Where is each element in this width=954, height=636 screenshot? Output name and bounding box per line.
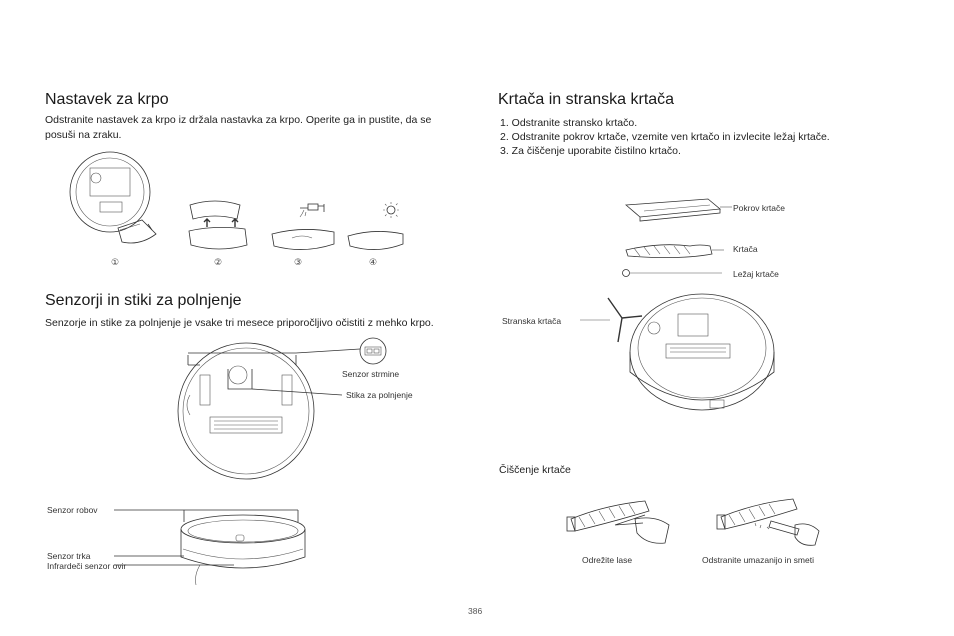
mop-pad-detach-illustration <box>188 200 248 250</box>
mop-dry-illustration <box>347 202 404 250</box>
cliff-sensor-label: Senzor strmine <box>342 369 400 379</box>
bump-sensor-label: Senzor trka <box>47 551 91 561</box>
robot-side-illustration <box>114 509 306 586</box>
page-number: 386 <box>468 606 483 616</box>
mop-step-4: ④ <box>369 257 378 267</box>
mop-wash-illustration <box>271 203 335 250</box>
sensors-title: Senzorji in stiki za polnjenje <box>45 292 242 309</box>
brush-cover-label: Pokrov krtače <box>733 203 785 213</box>
cut-hair-label: Odrežite lase <box>582 555 633 565</box>
cut-hair-illustration <box>566 500 670 544</box>
mop-title: Nastavek za krpo <box>45 91 169 108</box>
mop-removal-illustration <box>69 151 157 244</box>
brush-title: Krtača in stranska krtača <box>498 91 675 108</box>
robot-bottom-illustration <box>177 342 361 480</box>
mop-step-1: ① <box>111 257 120 267</box>
mop-step-3: ③ <box>294 257 303 267</box>
sensors-text: Senzorje in stike za polnjenje je vsake … <box>45 317 434 329</box>
remove-debris-label: Odstranite umazanijo in smeti <box>702 555 814 565</box>
mop-text: Odstranite nastavek za krpo iz držala na… <box>45 114 432 141</box>
cleaning-title: Čiščenje krtače <box>499 464 571 476</box>
brush-bearing-illustration <box>622 269 722 277</box>
brush-bearing-label: Ležaj krtače <box>733 269 779 279</box>
brush-label: Krtača <box>733 244 758 254</box>
robot-side-brush-illustration <box>580 293 775 411</box>
cliff-sensor-icon <box>359 337 387 365</box>
ir-sensor-label: Infrardeči senzor ovir <box>47 561 127 571</box>
charging-contacts-label: Stika za polnjenje <box>346 390 413 400</box>
mop-step-2: ② <box>214 257 223 267</box>
side-brush-label: Stranska krtača <box>502 316 562 326</box>
brush-step-1: 1. Odstranite stransko krtačo. <box>500 117 638 129</box>
remove-debris-illustration <box>716 498 820 546</box>
brush-step-2: 2. Odstranite pokrov krtače, vzemite ven… <box>500 131 830 143</box>
brush-roll-illustration <box>625 244 724 258</box>
brush-cover-illustration <box>625 198 732 222</box>
brush-step-3: 3. Za čiščenje uporabite čistilno krtačo… <box>500 145 681 157</box>
edge-sensor-label: Senzor robov <box>47 505 98 515</box>
